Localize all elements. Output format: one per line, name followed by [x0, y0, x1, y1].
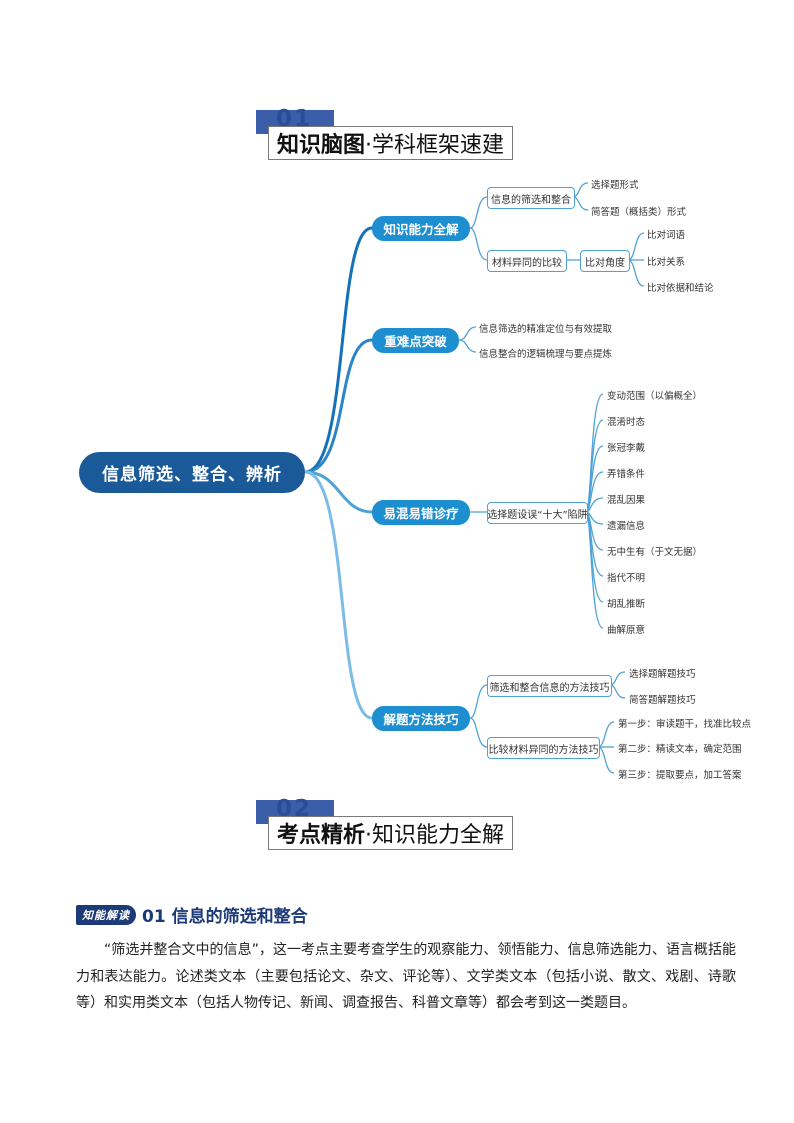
leaf-compare-relations: 比对关系: [647, 257, 686, 268]
connector-root-branch-1: [303, 226, 374, 474]
leaf-trap-9: 胡乱推断: [607, 599, 646, 610]
leaf-short-skill: 简答题解题技巧: [629, 695, 696, 706]
leaf-step-2: 第二步：精读文本，确定范围: [618, 744, 742, 755]
connector-root-branch-4: [303, 470, 374, 720]
leaf-trap-5: 混乱因果: [607, 495, 646, 506]
node-compare-method: 比较材料异同的方法技巧: [487, 737, 600, 759]
leaf-compare-words: 比对词语: [647, 230, 686, 241]
leaf-step-3: 第三步：提取要点，加工答案: [618, 770, 742, 781]
leaf-trap-4: 弄错条件: [607, 469, 646, 480]
leaf-trap-1: 变动范围（以偏概全）: [607, 391, 703, 402]
connector-root-branch-3: [303, 470, 374, 514]
section-title: 考点精析·知识能力全解: [268, 816, 514, 850]
leaf-trap-10: 曲解原意: [607, 625, 646, 636]
reading-title: 01 信息的筛选和整合: [142, 907, 308, 927]
branch-key-difficulty: 重难点突破: [372, 328, 459, 353]
mindmap-root: 信息筛选、整合、辨析: [79, 452, 305, 493]
leaf-trap-3: 张冠李戴: [607, 443, 646, 454]
reading-header: 知能解读 01 信息的筛选和整合: [76, 902, 308, 927]
branch-knowledge-ability: 知识能力全解: [372, 216, 470, 241]
reading-badge: 知能解读: [76, 904, 136, 925]
node-filter-method: 筛选和整合信息的方法技巧: [487, 675, 612, 697]
leaf-trap-6: 遗漏信息: [607, 521, 646, 532]
leaf-step-1: 第一步：审读题干，找准比较点: [618, 719, 752, 730]
leaf-compare-basis: 比对依据和结论: [647, 283, 714, 294]
section-header-analysis: 02 考点精析·知识能力全解: [256, 796, 546, 860]
section-title-bold: 知识脑图: [277, 133, 366, 158]
section-title: 知识脑图·学科框架速建: [268, 126, 514, 160]
section-title-rest: ·学科框架速建: [365, 133, 505, 158]
leaf-precise-locate: 信息筛选的精准定位与有效提取: [479, 324, 613, 335]
connector-root-branch-2: [303, 338, 374, 474]
leaf-trap-7: 无中生有（于文无据）: [607, 547, 703, 558]
leaf-short-answer-form: 简答题（概括类）形式: [591, 207, 687, 218]
node-info-filter-integrate: 信息的筛选和整合: [487, 187, 575, 209]
branch-error-diagnosis: 易混易错诊疗: [372, 500, 470, 525]
leaf-trap-2: 混淆时态: [607, 417, 646, 428]
section-title-rest: ·知识能力全解: [365, 823, 505, 848]
leaf-logic-integrate: 信息整合的逻辑梳理与要点提炼: [479, 349, 613, 360]
leaf-choice-form: 选择题形式: [591, 180, 639, 191]
leaf-choice-skill: 选择题解题技巧: [629, 669, 696, 680]
mindmap-connectors: [303, 182, 645, 774]
section-title-bold: 考点精析: [277, 823, 366, 848]
node-ten-traps: 选择题设误“十大”陷阱: [487, 502, 588, 524]
section-header-mindmap: 01 知识脑图·学科框架速建: [256, 106, 546, 170]
branch-method-skills: 解题方法技巧: [372, 706, 470, 731]
reading-paragraph: “筛选并整合文中的信息”，这一考点主要考查学生的观察能力、领悟能力、信息筛选能力…: [76, 942, 736, 1011]
node-material-compare: 材料异同的比较: [487, 250, 567, 272]
node-compare-angle: 比对角度: [580, 250, 630, 272]
leaf-trap-8: 指代不明: [607, 573, 646, 584]
